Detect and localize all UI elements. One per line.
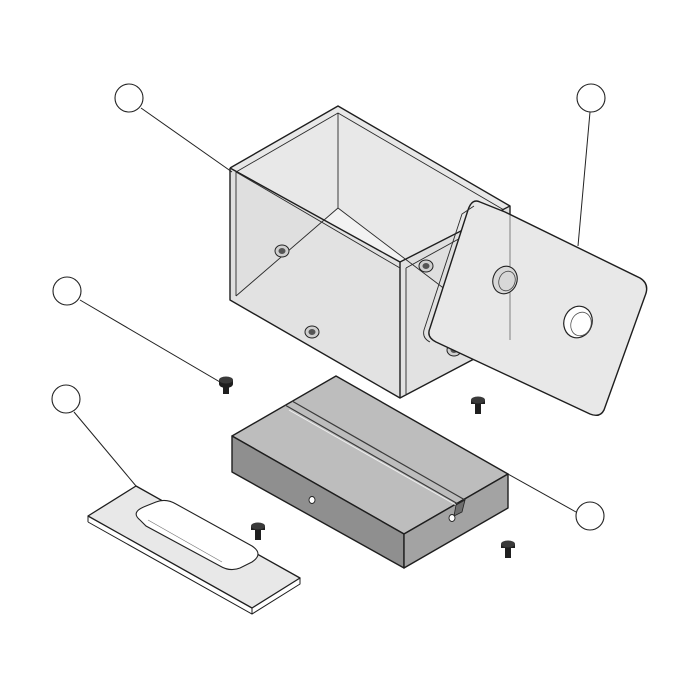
leader-2: [577, 111, 591, 247]
screw-2: [471, 396, 485, 414]
end-plate-hole: [563, 305, 593, 339]
end-plate: [423, 200, 648, 417]
base-block: [231, 375, 509, 569]
cover-hole-left-lower: [304, 325, 320, 339]
balloon-1: [114, 83, 144, 113]
screw-3: [251, 522, 265, 540]
balloon-4: [51, 384, 81, 414]
balloon-2: [576, 83, 606, 113]
screw-4: [501, 540, 515, 558]
cover-hole-front-upper: [418, 259, 434, 273]
base-block-groove: [284, 400, 466, 517]
leader-4: [73, 411, 137, 487]
slotted-gasket: [87, 485, 301, 615]
cover-hole-left-upper: [274, 244, 290, 258]
gasket-slot: [135, 499, 259, 571]
leader-5: [507, 473, 577, 513]
balloon-3: [52, 276, 82, 306]
leader-1: [140, 107, 233, 173]
screw-1: [219, 376, 233, 394]
base-block-end: [403, 473, 509, 569]
end-plate-face: [428, 201, 647, 416]
leader-3: [79, 299, 221, 383]
base-block-hole-end: [448, 514, 456, 522]
balloon-5: [575, 501, 605, 531]
base-block-hole-front: [308, 496, 316, 504]
cover-left-face: [230, 168, 400, 398]
cover-hole-through-plate: [492, 265, 518, 295]
